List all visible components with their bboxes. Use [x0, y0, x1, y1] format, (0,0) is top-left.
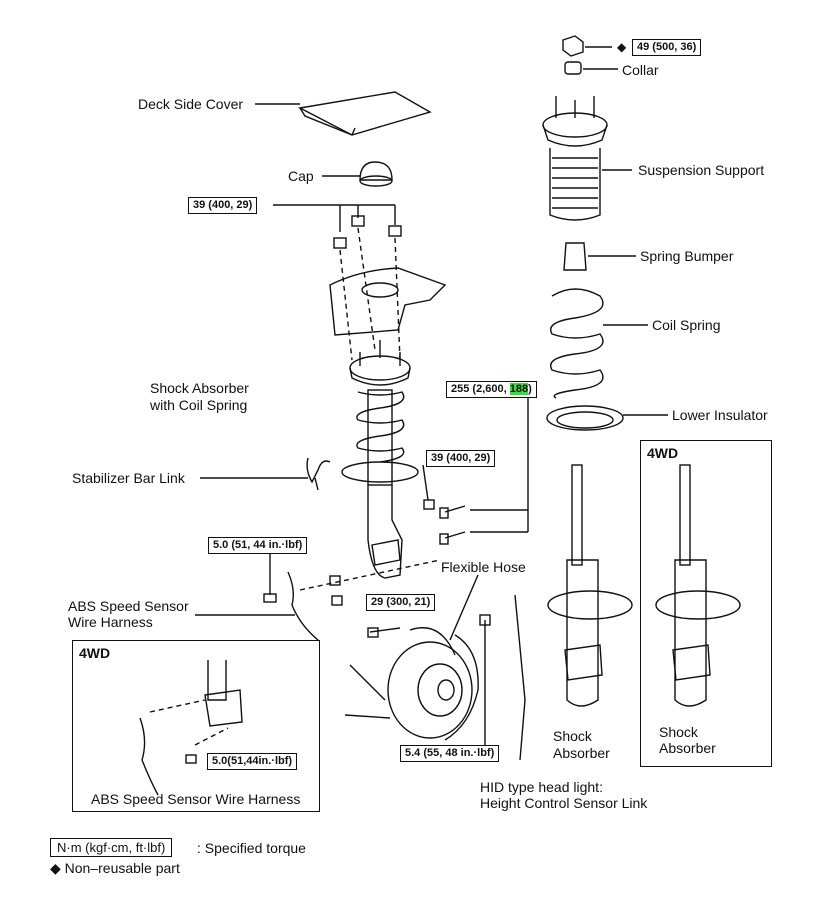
torque-29: 29 (300, 21)	[366, 594, 436, 611]
label-coil-spring: Coil Spring	[652, 317, 721, 333]
lower-insulator-part	[546, 405, 624, 431]
label-shock-with-spring-2: with Coil Spring	[150, 397, 248, 413]
collar-part	[564, 61, 582, 75]
torque-255-highlight: 188	[509, 383, 529, 395]
height-control-link	[514, 594, 526, 761]
coil-spring-part	[550, 288, 604, 399]
brake-disc	[387, 641, 473, 739]
torque-255-prefix: 255 (2,600,	[451, 383, 510, 395]
label-hid-2: Height Control Sensor Link	[480, 795, 648, 811]
nut-part	[562, 35, 584, 57]
label-shock-a-1: Shock	[553, 728, 592, 744]
label-cap: Cap	[288, 168, 314, 184]
shock-absorber-a	[571, 464, 583, 566]
body-panel	[329, 267, 447, 336]
inset-4wd-left-header: 4WD	[79, 645, 111, 661]
label-stabilizer-bar-link: Stabilizer Bar Link	[72, 470, 185, 486]
legend-unit-box: N·m (kgf·cm, ft·lbf)	[50, 838, 173, 857]
label-shock-b-1: Shock	[659, 724, 698, 740]
label-collar: Collar	[622, 62, 659, 78]
cap-part	[359, 161, 393, 181]
label-abs-harness-2: Wire Harness	[68, 614, 153, 630]
torque-5-0: 5.0 (51, 44 in.·lbf)	[208, 537, 308, 554]
label-shock-b-2: Absorber	[659, 740, 716, 756]
torque-39-mid: 39 (400, 29)	[426, 450, 496, 467]
torque-255: 255 (2,600, 188)	[446, 381, 537, 398]
label-spring-bumper: Spring Bumper	[640, 248, 734, 264]
legend-unit-desc: : Specified torque	[197, 840, 306, 856]
flexible-hose-line	[409, 627, 456, 656]
shock-absorber-b	[679, 464, 691, 566]
label-suspension-support: Suspension Support	[638, 162, 765, 178]
label-abs-harness-4wd: ABS Speed Sensor Wire Harness	[91, 791, 301, 807]
legend-non-reusable: ◆ Non–reusable part	[50, 860, 180, 876]
label-hid-1: HID type head light:	[480, 779, 603, 795]
spring-bumper-part	[563, 242, 587, 271]
abs-sensor-wire	[287, 571, 319, 641]
inset-4wd-left: 4WD 5.0(51,44in.·lbf) ABS Speed Sensor W…	[72, 640, 320, 812]
label-shock-a-2: Absorber	[553, 745, 610, 761]
label-abs-harness-1: ABS Speed Sensor	[68, 598, 189, 614]
strut-coil-spring	[356, 391, 405, 463]
label-shock-with-spring-1: Shock Absorber	[150, 380, 249, 396]
torque-5-4: 5.4 (55, 48 in.·lbf)	[400, 745, 500, 762]
label-flexible-hose: Flexible Hose	[441, 559, 526, 575]
suspension-support-boot	[549, 148, 601, 221]
torque-39-top: 39 (400, 29)	[188, 197, 258, 214]
inset-4wd-right-header: 4WD	[647, 445, 679, 461]
deck-side-cover-part	[297, 91, 432, 136]
inset-4wd-right: 4WD	[640, 440, 772, 767]
torque-49: 49 (500, 36)	[632, 39, 702, 56]
stabilizer-bar-link	[306, 457, 331, 484]
label-lower-insulator: Lower Insulator	[672, 407, 768, 423]
torque-255-suffix: )	[528, 383, 532, 395]
non-reusable-diamond: ◆	[617, 40, 627, 54]
torque-5-0-4wd: 5.0(51,44in.·lbf)	[207, 753, 298, 770]
label-deck-side-cover: Deck Side Cover	[138, 96, 244, 112]
